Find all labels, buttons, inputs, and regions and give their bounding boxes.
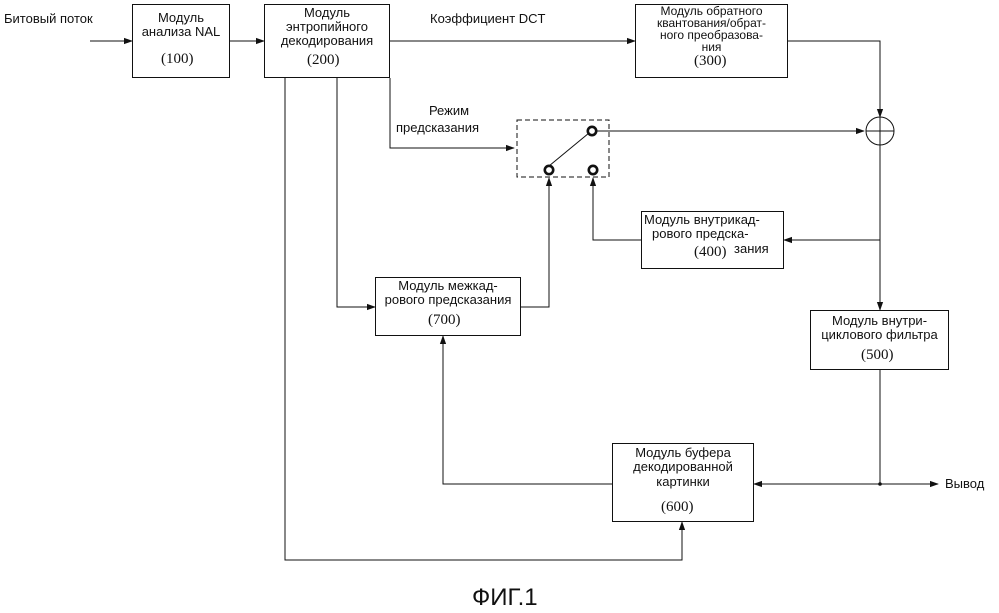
figure-caption: ФИГ.1 — [472, 584, 538, 612]
nal-analysis-block: Модуль анализа NAL (100) — [132, 4, 230, 78]
inverse-quantization-transform-block: Модуль обратного квантования/обрат- ного… — [635, 4, 788, 78]
intra-number: (400) — [694, 244, 727, 261]
inter-line2: рового предсказания — [376, 293, 520, 307]
inter-to-switch-arrow — [521, 178, 549, 307]
loop-filter-number: (500) — [861, 347, 894, 364]
inverse-number: (300) — [694, 53, 727, 70]
switch-terminal-intra — [589, 166, 597, 174]
buffer-to-inter-arrow — [443, 336, 612, 484]
buffer-number: (600) — [661, 499, 694, 516]
loop-filter-block: Модуль внутри- циклового фильтра (500) — [810, 310, 949, 370]
entropy-line2: энтропийного — [265, 20, 389, 34]
switch-terminal-output — [588, 127, 596, 135]
intra-line3: зания — [734, 242, 769, 256]
nal-line1: Модуль — [133, 11, 229, 25]
intra-to-switch-arrow — [593, 178, 641, 240]
switch-lever — [549, 133, 589, 166]
intra-line1: Модуль внутрикад- — [644, 213, 760, 227]
input-label: Битовый поток — [4, 12, 93, 26]
loop-filter-line1: Модуль внутри- — [811, 314, 948, 328]
buffer-line3: картинки — [613, 475, 753, 489]
inter-number: (700) — [428, 312, 461, 329]
filter-to-output-arrow — [880, 370, 938, 484]
nal-line2: анализа NAL — [133, 25, 229, 39]
inter-prediction-block: Модуль межкад- рового предсказания (700) — [375, 277, 521, 336]
nal-number: (100) — [161, 51, 194, 68]
junction-dot — [878, 482, 882, 486]
inverse-to-adder-arrow — [788, 41, 880, 117]
dct-label: Коэффициент DCT — [430, 12, 546, 26]
buffer-line1: Модуль буфера — [613, 446, 753, 460]
entropy-number: (200) — [307, 52, 340, 69]
decoded-picture-buffer-block: Модуль буфера декодированной картинки (6… — [612, 443, 754, 522]
output-label: Вывод — [945, 477, 984, 491]
entropy-line3: декодирования — [265, 34, 389, 48]
inverse-line4: ния — [636, 41, 787, 53]
switch-terminal-inter — [545, 166, 553, 174]
loop-filter-line2: циклового фильтра — [811, 328, 948, 342]
inter-line1: Модуль межкад- — [376, 279, 520, 293]
buffer-line2: декодированной — [613, 460, 753, 474]
entropy-to-inter-arrow — [337, 78, 375, 307]
entropy-decoding-block: Модуль энтропийного декодирования (200) — [264, 4, 390, 78]
mode-label-line1: Режим — [394, 104, 504, 118]
entropy-line1: Модуль — [265, 6, 389, 20]
intra-line2: рового предска- — [652, 227, 749, 241]
mode-label-line2: предсказания — [396, 121, 479, 135]
intra-prediction-block: Модуль внутрикад- рового предска- (400) … — [641, 211, 784, 269]
